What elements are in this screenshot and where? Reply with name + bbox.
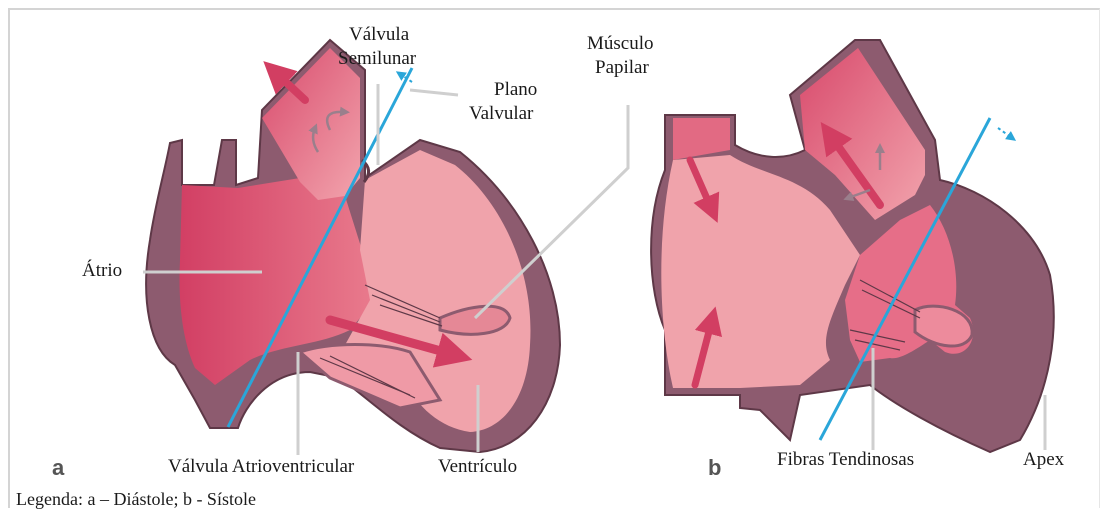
- figure-legend: Legenda: a – Diástole; b - Sístole: [16, 489, 256, 510]
- label-atrio: Átrio: [82, 260, 122, 282]
- label-plano-valvular-line2: Valvular: [469, 103, 533, 125]
- panel-b-plane-arrow: [998, 128, 1012, 138]
- leader-plano-valvular: [410, 90, 458, 95]
- panel-label-b: b: [708, 455, 721, 481]
- panel-b-heart: [651, 40, 1054, 452]
- label-valvula-semilunar-line2: Semilunar: [338, 48, 416, 70]
- label-ventriculo: Ventrículo: [438, 456, 517, 478]
- label-apex: Apex: [1023, 449, 1064, 471]
- panel-label-a: a: [52, 455, 64, 481]
- label-valvula-semilunar-line1: Válvula: [349, 24, 409, 46]
- label-musculo-papilar-line1: Músculo: [587, 33, 654, 55]
- label-musculo-papilar-line2: Papilar: [595, 57, 649, 79]
- label-valvula-atrioventricular: Válvula Atrioventricular: [168, 456, 354, 478]
- label-fibras-tendinosas: Fibras Tendinosas: [777, 449, 914, 471]
- label-plano-valvular-line1: Plano: [494, 79, 537, 101]
- panel-a-heart: [146, 40, 560, 452]
